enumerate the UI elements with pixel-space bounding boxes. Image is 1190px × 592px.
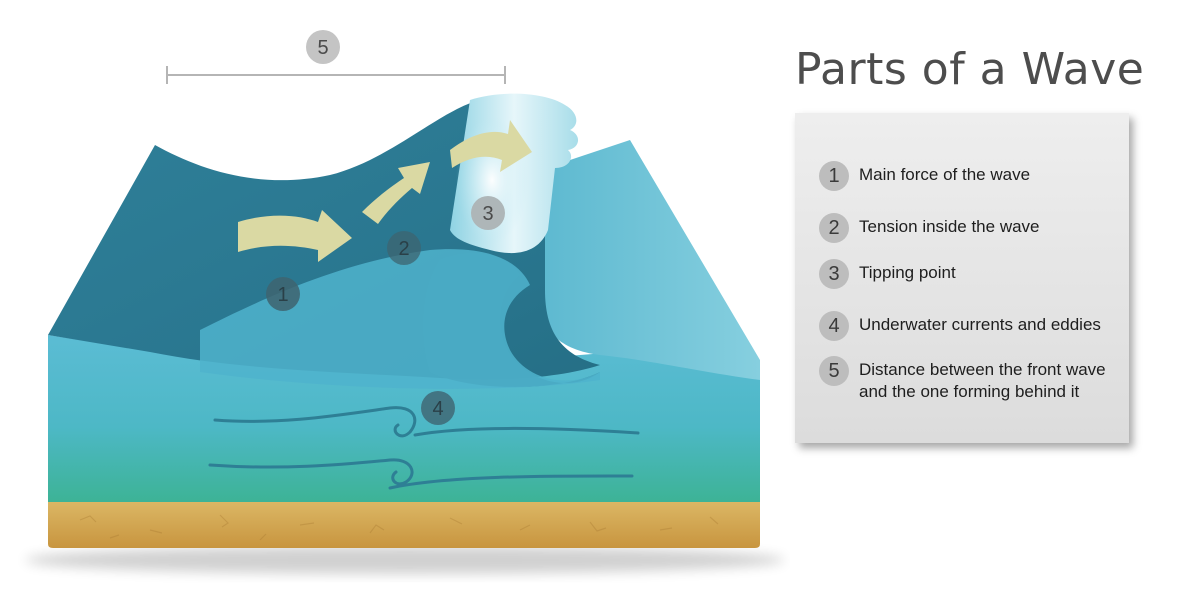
- distance-bracket: [166, 66, 506, 84]
- legend-label: Tipping point: [859, 259, 956, 284]
- legend-number: 4: [819, 311, 849, 341]
- marker-2: 2: [387, 231, 421, 265]
- marker-4: 4: [421, 391, 455, 425]
- svg-text:1: 1: [277, 284, 288, 306]
- wave-diagram: 1 2 3 4 5: [25, 30, 785, 574]
- legend-number: 1: [819, 161, 849, 191]
- legend-number: 2: [819, 213, 849, 243]
- sand-floor: [48, 500, 760, 548]
- legend-label-line: Tension inside the wave: [859, 217, 1040, 236]
- page-title: Parts of a Wave: [795, 44, 1145, 95]
- svg-text:5: 5: [317, 37, 328, 59]
- legend-item-4: 4 Underwater currents and eddies: [819, 311, 1101, 341]
- legend-item-5: 5 Distance between the front wave and th…: [819, 356, 1106, 403]
- force-arrow-1: [238, 210, 352, 262]
- marker-5: 5: [306, 30, 340, 64]
- force-arrow-3: [450, 120, 532, 172]
- force-arrow-2: [362, 162, 430, 224]
- current-lower-right: [388, 474, 634, 490]
- legend-number: 3: [819, 259, 849, 289]
- legend-item-2: 2 Tension inside the wave: [819, 213, 1040, 243]
- legend-label: Underwater currents and eddies: [859, 311, 1101, 336]
- marker-3: 3: [471, 196, 505, 230]
- ground-shadow: [25, 546, 785, 574]
- current-upper-right: [413, 426, 640, 437]
- svg-text:3: 3: [482, 203, 493, 225]
- wave-inner-water: [200, 249, 600, 389]
- legend-label: Distance between the front wave and the …: [859, 356, 1106, 403]
- underwater-currents: [208, 406, 640, 490]
- current-lower-left: [208, 458, 414, 486]
- water-front-face: [48, 335, 760, 502]
- legend-number: 5: [819, 356, 849, 386]
- legend-label: Tension inside the wave: [859, 213, 1040, 238]
- legend-label-line: Distance between the front wave: [859, 360, 1106, 379]
- legend-panel: 1 Main force of the wave 2 Tension insid…: [795, 113, 1129, 443]
- legend-label-line: Tipping point: [859, 263, 956, 282]
- legend-item-3: 3 Tipping point: [819, 259, 956, 289]
- legend-label-line: Underwater currents and eddies: [859, 315, 1101, 334]
- current-upper-left: [213, 406, 417, 438]
- wave-right-slope: [540, 140, 760, 380]
- legend-label-line: Main force of the wave: [859, 165, 1031, 184]
- legend-label-line: and the one forming behind it: [859, 382, 1080, 401]
- svg-text:2: 2: [398, 238, 409, 260]
- marker-1: 1: [266, 277, 300, 311]
- svg-text:4: 4: [432, 398, 443, 420]
- sand-texture: [79, 514, 719, 541]
- legend-label: Main force of the wave: [859, 161, 1030, 186]
- legend-item-1: 1 Main force of the wave: [819, 161, 1030, 191]
